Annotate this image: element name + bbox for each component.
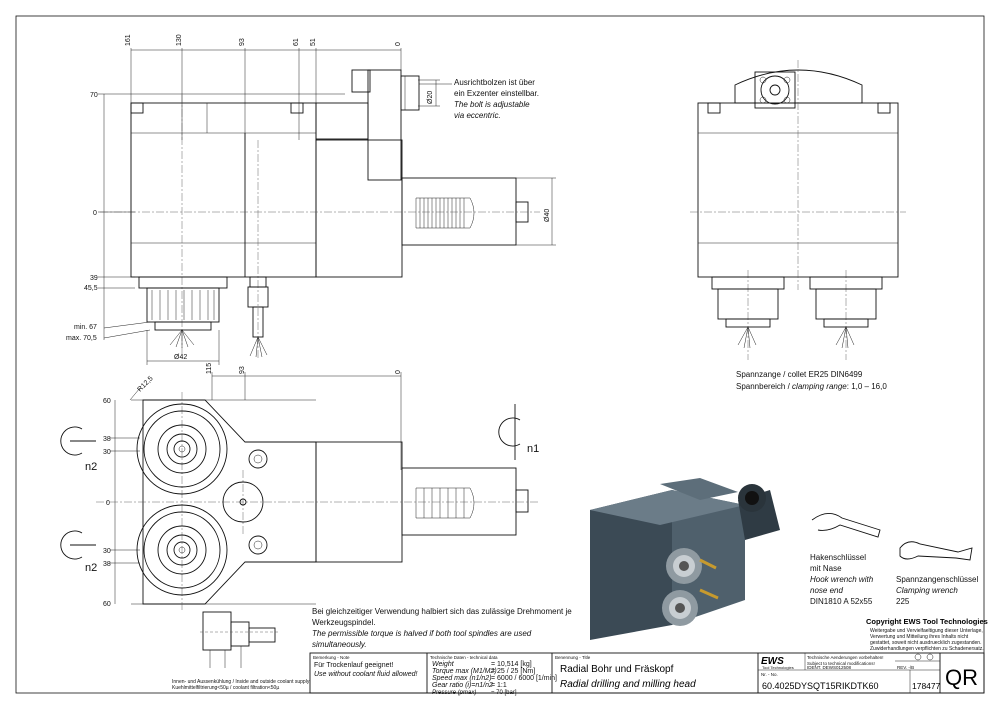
dim-39: 39: [90, 275, 98, 282]
dim-max-70-5: max. 70,5: [66, 335, 97, 342]
dim-0: 0: [395, 42, 402, 46]
bolt-note-de-2: ein Exzenter einstellbar.: [454, 89, 539, 98]
wrench2-spec: 225: [896, 597, 910, 606]
dim-30-top: 30: [103, 449, 111, 456]
label-n2-bottom: n2: [85, 562, 97, 574]
clamping-range-value: : 1,0 – 16,0: [847, 382, 888, 391]
bolt-note-en-2: via eccentric.: [454, 111, 501, 120]
dim-161: 161: [125, 34, 132, 46]
dim-60-bottom: 60: [103, 601, 111, 608]
dim-min-67: min. 67: [74, 324, 97, 331]
dim-115: 115: [206, 363, 213, 374]
dim-45-5: 45,5: [84, 285, 98, 292]
note-de: Für Trockenlauf geeignet!: [314, 662, 393, 669]
tech-value-pressure: = 70 [bar]: [491, 690, 517, 696]
tech-head: Technische Daten - technical data: [430, 655, 498, 660]
dim-38-top: 38: [103, 436, 111, 443]
torque-note-de-1: Bei gleichzeitiger Verwendung halbiert s…: [312, 607, 572, 616]
tech-label-speed: Speed max (n1/n2): [432, 675, 492, 682]
top-view: 60 38 30 0 30 38 60 115 93 0 R12,5: [60, 363, 540, 612]
dim-0-v: 0: [93, 210, 97, 217]
coolant-sketch: Innen- und Aussenkühlung / Inside and ou…: [172, 611, 310, 691]
tech-label-weight: Weight: [432, 661, 455, 668]
dim-51: 51: [310, 38, 317, 46]
rotation-arrow-n2-bottom: [60, 530, 96, 560]
tech-value-speed: = 6000 / 6000 [1/min]: [491, 675, 557, 682]
label-n2-top: n2: [85, 461, 97, 473]
note-head: Bemerkung - Note: [313, 655, 350, 660]
dim-30-bottom: 30: [103, 548, 111, 555]
wrench1-en-1: Hook wrench with: [810, 575, 874, 584]
drawing-title-en: Radial drilling and milling head: [560, 679, 696, 690]
collet-spec: Spannzange / collet ER25 DIN6499: [736, 370, 863, 379]
change-note-2: Subject to technical modifications!: [807, 661, 875, 666]
dim-dia20: Ø20: [427, 91, 434, 104]
copyright-title: Copyright EWS Tool Technologies: [866, 617, 988, 626]
wrench1-de-1: Hakenschlüssel: [810, 553, 866, 562]
change-note-1: Technische Aenderungen vorbehalten!: [807, 655, 884, 660]
dim-0-mid: 0: [106, 500, 110, 507]
dim-130: 130: [176, 34, 183, 46]
tech-value-gear: = 1:1: [491, 682, 507, 689]
rotation-arrow-n2-top: [60, 426, 96, 456]
revision: REV. -/B: [897, 665, 914, 670]
wrench1-de-2: mit Nase: [810, 564, 842, 573]
torque-note-en-2: simultaneously.: [312, 640, 367, 649]
order-number: 178477: [912, 681, 941, 691]
part-number: 60.4025DYSQT15RIKDTK60: [762, 681, 879, 691]
dim-93: 93: [239, 38, 246, 46]
dim-dia42: Ø42: [174, 354, 187, 361]
front-view: Spannzange / collet ER25 DIN6499 Spannbe…: [690, 60, 906, 391]
part-no-head: Nr. - No.: [761, 672, 778, 677]
dim-93-b: 93: [239, 366, 246, 374]
title-block: Bemerkung - Note Für Trockenlauf geeigne…: [309, 652, 985, 696]
copyright-line-2: Verwertung und Mitteilung ihres Inhalts …: [870, 634, 969, 640]
dim-61: 61: [293, 38, 300, 46]
qr-label: QR: [945, 665, 978, 690]
side-view: 161 130 93 61 51 0 70 0 39 45,5 min. 67 …: [66, 34, 556, 365]
note-en: Use without coolant fluid allowed!: [314, 671, 418, 678]
bolt-note-en-1: The bolt is adjustable: [454, 100, 530, 109]
copyright-line-3: gestattet, soweit nicht ausdruecklich zu…: [870, 640, 981, 646]
rotation-arrow-n1: [498, 404, 521, 460]
copyright-block: Copyright EWS Tool Technologies Weiterga…: [866, 617, 988, 652]
ews-logo-sub: Tool Technologies: [762, 665, 794, 670]
bolt-note-de-1: Ausrichtbolzen ist über: [454, 78, 535, 87]
label-n1: n1: [527, 443, 539, 455]
tech-label-torque: Torque max (M1/M2): [432, 668, 497, 675]
dim-38-bottom: 38: [103, 561, 111, 568]
hook-wrench: Hakenschlüssel mit Nase Hook wrench with…: [810, 513, 881, 606]
dim-r12-5: R12,5: [136, 375, 154, 393]
ews-logo: EWS: [761, 656, 784, 667]
wrench1-spec: DIN1810 A 52x55: [810, 597, 873, 606]
copyright-line-4: Zuwiderhandlungen verpflichten zu Schade…: [870, 646, 984, 652]
tech-value-torque: = 25 / 25 [Nm]: [491, 668, 535, 675]
wrench2-en: Clamping wrench: [896, 586, 958, 595]
tech-value-weight: = 10,514 [kg]: [491, 661, 532, 668]
torque-note-de-2: Werkzeugspindel.: [312, 618, 375, 627]
tech-label-gear: Gear ratio (i)=n1/n2: [432, 682, 493, 689]
title-head: Benennung - Title: [555, 655, 591, 660]
dim-70: 70: [90, 92, 98, 99]
wrench1-en-2: nose end: [810, 586, 843, 595]
dim-0-b: 0: [395, 370, 402, 374]
coolant-caption-1: Innen- und Aussenkühlung / Inside and ou…: [172, 679, 310, 685]
wrench2-de: Spannzangenschlüssel: [896, 575, 979, 584]
torque-note-en-1: The permissible torque is halved if both…: [312, 629, 532, 638]
clamping-wrench: Spannzangenschlüssel Clamping wrench 225: [896, 541, 979, 606]
dim-60-top: 60: [103, 398, 111, 405]
coolant-caption-2: Kuehlmittelfiltrierung<50µ / coolant fil…: [172, 685, 279, 691]
copyright-line-1: Weitergabe und Vervielfaeltigung dieser …: [870, 628, 983, 634]
clamping-range-de: Spannbereich /: [736, 382, 792, 391]
dim-dia40: Ø40: [544, 209, 551, 222]
clamping-range: Spannbereich / clamping range: 1,0 – 16,…: [736, 382, 887, 391]
tech-label-pressure: Pressure (pmax): [432, 690, 476, 696]
isometric-render: [590, 478, 780, 640]
drawing-title-de: Radial Bohr und Fräskopf: [560, 664, 674, 675]
clamping-range-en: clamping range: [792, 382, 847, 391]
ident: IDENT. DEWS012508: [807, 665, 852, 670]
